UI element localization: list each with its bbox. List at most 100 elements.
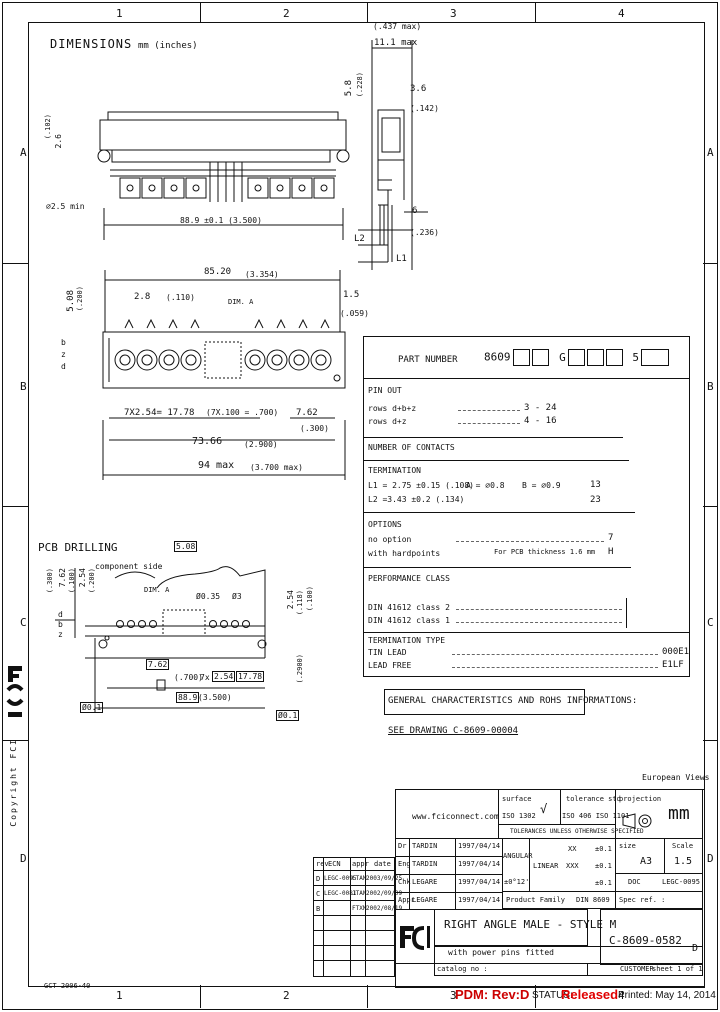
tb-scale-label: Scale [672, 842, 694, 850]
pn-vlf: E1LF [662, 660, 684, 670]
pn-leader [458, 423, 520, 424]
gen-char-box [384, 689, 585, 715]
pn-leader [458, 410, 520, 411]
side-dim-height: 5.8 [344, 80, 354, 97]
tb-role: Appr [398, 896, 415, 904]
pn-box[interactable] [512, 349, 530, 366]
pcb-dim-width: 88.9 [176, 692, 200, 703]
pn-leader [456, 622, 622, 623]
pcb-dim-762b: 7.62 [146, 659, 170, 670]
tb-tol-unless: TOLERANCES UNLESS OTHERWISE SPECIFIED [510, 828, 644, 835]
pn-box[interactable] [641, 349, 669, 366]
plan-dim-8520-inch: (3.354) [245, 270, 279, 279]
tb-doc-label: DOC [628, 878, 641, 886]
tb-rule [664, 838, 665, 874]
rev-cell: LTAM [352, 875, 367, 882]
rev-rule [313, 900, 395, 901]
see-drawing-text: SEE DRAWING C-8609-00004 [388, 726, 519, 736]
tb-title1: RIGHT ANGLE MALE - STYLE M [444, 918, 617, 931]
pn-leader [452, 654, 658, 655]
pcb-row-letter: z [58, 630, 63, 639]
plan-dim-15: 1.5 [343, 290, 360, 300]
pcb-dim-tol-b: Ø0.1 [276, 710, 300, 721]
side-dim-36-inch: (.142) [410, 104, 439, 113]
pn-box[interactable] [531, 349, 549, 366]
tb-product-family: Product Family [506, 896, 566, 904]
pcb-dim-762: 7.62 [58, 568, 67, 588]
plan-view-drawing [95, 270, 350, 480]
tb-rule [434, 946, 703, 947]
footer-pdm: PDM: Rev:D [455, 987, 530, 1002]
rev-rule [313, 885, 395, 886]
tb-surface: surface [502, 795, 532, 803]
grid-col-label-bottom: 2 [283, 989, 290, 1002]
rev-header: rev [316, 860, 329, 868]
tb-rule [395, 874, 503, 875]
tb-website[interactable]: www.fciconnect.com [412, 812, 499, 821]
fci-logo [398, 922, 432, 954]
tb-rule [395, 892, 503, 893]
pn-divider [363, 460, 629, 461]
grid-tick [200, 2, 201, 22]
plan-dim-pitch-inch: (7X.100 = .700) [206, 408, 279, 417]
pn-box[interactable] [586, 349, 604, 366]
rev-rule [365, 857, 366, 977]
tb-angular-val: ±0°12' [504, 878, 530, 886]
copyright-text: Copyright FCI [9, 738, 18, 827]
tb-iso-std: ISO 406 ISO 1101 [562, 812, 630, 820]
grid-row-label-left: B [20, 380, 27, 393]
plan-dim-28: 2.8 [134, 292, 151, 302]
pcb-dim-2900-inch: (.2900) [296, 654, 304, 684]
tb-customer-cell [587, 963, 703, 976]
pn-v7: 7 [608, 533, 614, 543]
tb-role: Chk [398, 878, 411, 886]
plan-dim-762-inch: (.300) [300, 424, 329, 433]
rev-rule [313, 915, 395, 916]
grid-tick [367, 985, 368, 1008]
plan-row-letter: d [61, 362, 66, 371]
pn-din2: DIN 41612 class 2 [368, 603, 450, 612]
tb-role-name: TARDIN [412, 842, 438, 850]
grid-tick [2, 740, 28, 741]
tb-lin-xx: XXX [566, 862, 579, 870]
pcb-dim-100-inch: (.100) [68, 568, 76, 594]
tb-title-cell [434, 909, 588, 946]
rev-cell: JTAN [352, 890, 367, 897]
pcb-dim-7x: 7x [200, 673, 210, 682]
drawing-inner-border [28, 22, 705, 987]
tb-spec-ref-cell [615, 891, 703, 909]
grid-row-label-left: A [20, 146, 27, 159]
grid-tick [703, 263, 717, 264]
dimensions-units: mm (inches) [138, 41, 198, 51]
tb-catalog: catalog no : [437, 965, 488, 973]
pn-divider [363, 512, 635, 513]
tb-role-date: 1997/04/14 [458, 860, 501, 868]
pn-leader [456, 541, 604, 542]
grid-tick [2, 506, 28, 507]
grid-tick [535, 2, 536, 22]
pn-rows-dbz: rows d+b+z [368, 404, 417, 413]
pn-rows-dz: rows d+z [368, 417, 407, 426]
pn-tinlead: TIN LEAD [368, 648, 407, 657]
tb-product-family-val: DIN 8609 [576, 896, 610, 904]
grid-row-label-right: D [707, 852, 714, 865]
grid-tick [367, 2, 368, 22]
rev-cell: C [316, 890, 321, 898]
pcb-title: PCB DRILLING [38, 541, 118, 554]
pn-code-prefix: 8609 [484, 350, 511, 364]
pn-box[interactable] [567, 349, 585, 366]
front-dim-vertical-inch: (.102) [44, 114, 52, 140]
tb-linear: LINEAR [533, 862, 559, 870]
tb-tolerance: tolerance std [566, 795, 621, 803]
rev-header: appr [352, 860, 369, 868]
pcb-dim-width-inch: (3.500) [198, 693, 232, 702]
grid-tick [2, 263, 28, 264]
pn-divider [363, 567, 631, 568]
plan-dim-15-inch: (.059) [340, 309, 369, 318]
sheet-code: GCT 2006-40 [44, 982, 91, 990]
pn-bracket [626, 598, 627, 628]
pn-divider [363, 437, 623, 438]
pn-box[interactable] [605, 349, 623, 366]
tb-drawing-no-cell [600, 909, 703, 965]
pn-divider [363, 632, 689, 633]
